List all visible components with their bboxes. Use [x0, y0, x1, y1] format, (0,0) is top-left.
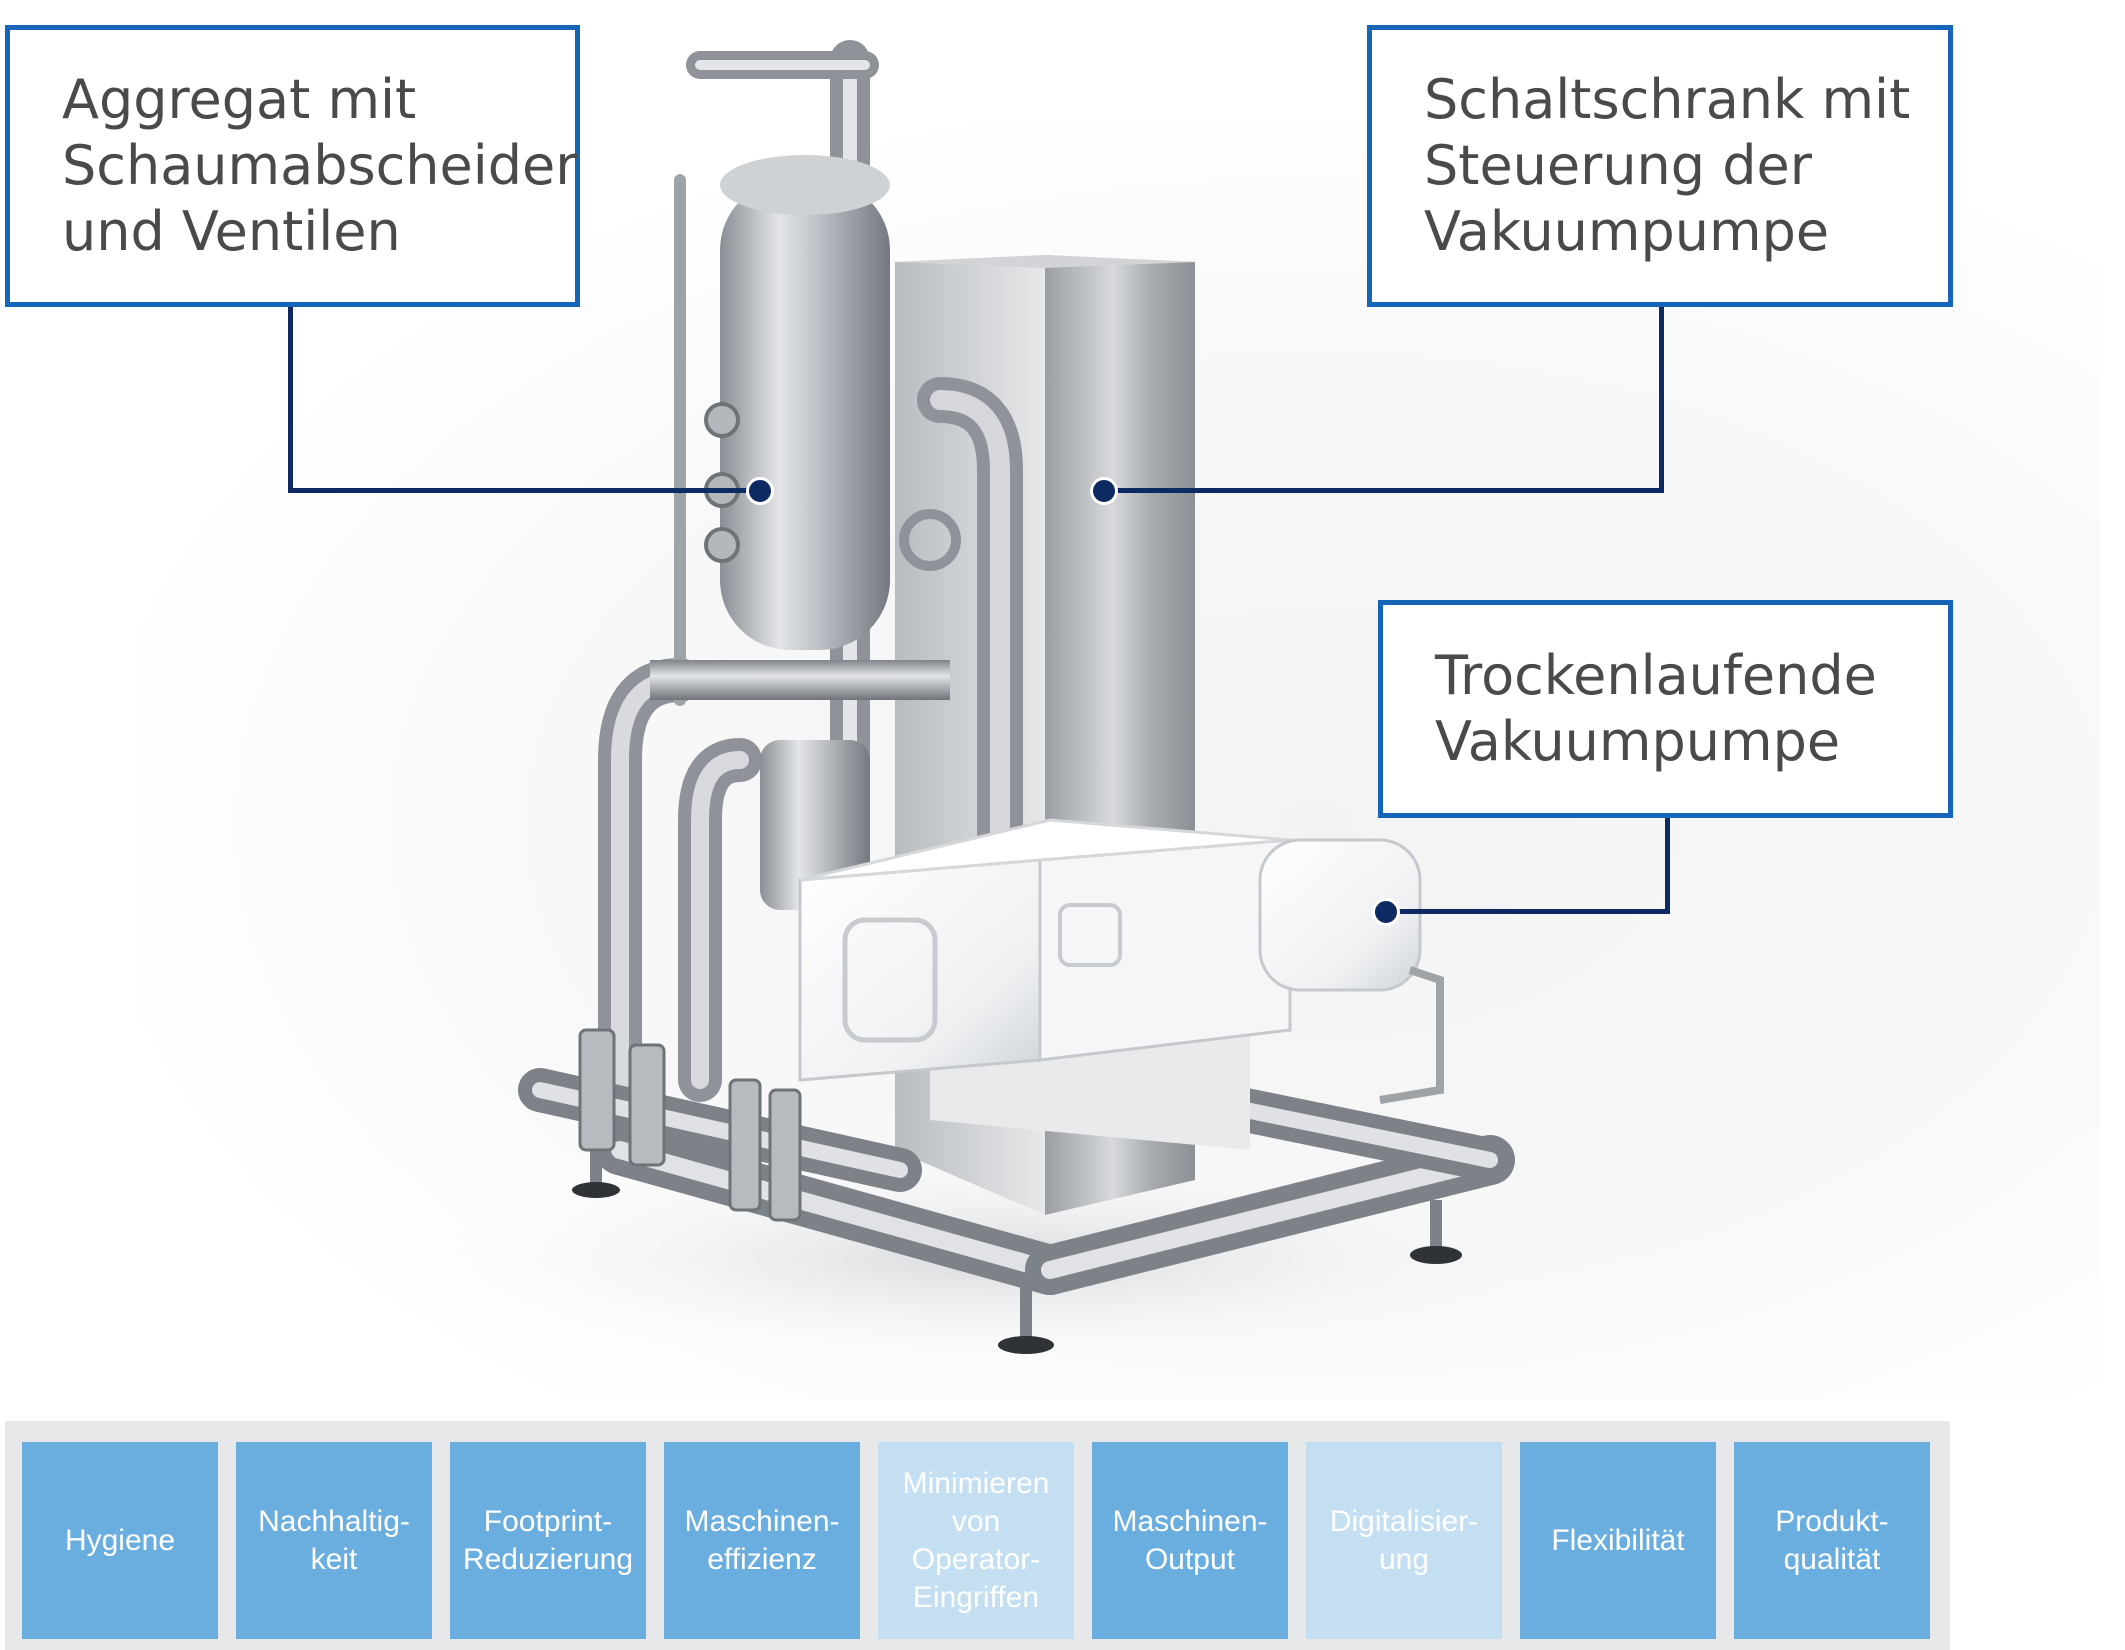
- feature-tile-4: Maschinen- effizienz: [664, 1442, 860, 1639]
- feature-tile-9: Produkt- qualität: [1734, 1442, 1930, 1639]
- marker-pump-dot: [1372, 898, 1400, 926]
- callout-pump-text: Trockenlaufende Vakuumpumpe: [1435, 644, 1877, 773]
- callout-pump: Trockenlaufende Vakuumpumpe: [1378, 600, 1953, 818]
- marker-aggregate-dot: [746, 477, 774, 505]
- feature-label: Footprint- Reduzierung: [462, 1504, 634, 1576]
- feature-tile-7: Digitalisier- ung: [1306, 1442, 1502, 1639]
- feature-label: Flexibilität: [1551, 1523, 1685, 1557]
- machine-illustration: [380, 40, 1620, 1370]
- leader-aggregate: [288, 307, 760, 493]
- leader-pump: [1386, 818, 1670, 914]
- feature-label: Produkt- qualität: [1775, 1504, 1889, 1576]
- foam-separator-vessel: [704, 155, 961, 650]
- feature-label: Maschinen- effizienz: [684, 1504, 840, 1576]
- feature-label: Digitalisier- ung: [1329, 1504, 1479, 1576]
- feature-tile-2: Nachhaltig- keit: [236, 1442, 432, 1639]
- feature-label: Minimieren von Operator- Eingriffen: [902, 1466, 1050, 1614]
- callout-cabinet-text: Schaltschrank mit Steuerung der Vakuumpu…: [1424, 68, 1911, 263]
- feature-label: Maschinen- Output: [1112, 1504, 1268, 1576]
- valves: [578, 1028, 802, 1222]
- feature-tile-1: Hygiene: [22, 1442, 218, 1639]
- callout-aggregate: Aggregat mit Schaumabscheider und Ventil…: [5, 25, 580, 307]
- vacuum-pump: [798, 818, 1444, 1150]
- callout-cabinet: Schaltschrank mit Steuerung der Vakuumpu…: [1367, 25, 1953, 307]
- feature-label: Nachhaltig- keit: [258, 1504, 410, 1576]
- feature-label: Hygiene: [64, 1523, 176, 1557]
- feature-tile-5: Minimieren von Operator- Eingriffen: [878, 1442, 1074, 1639]
- marker-cabinet-dot: [1090, 477, 1118, 505]
- feature-tile-6: Maschinen- Output: [1092, 1442, 1288, 1639]
- leader-cabinet: [1104, 307, 1664, 493]
- feature-bar: Hygiene Nachhaltig- keit Footprint- Reduzi…: [5, 1421, 1950, 1650]
- feature-tile-8: Flexibilität: [1520, 1442, 1716, 1639]
- callout-aggregate-text: Aggregat mit Schaumabscheider und Ventil…: [62, 68, 578, 263]
- feature-tile-3: Footprint- Reduzierung: [450, 1442, 646, 1639]
